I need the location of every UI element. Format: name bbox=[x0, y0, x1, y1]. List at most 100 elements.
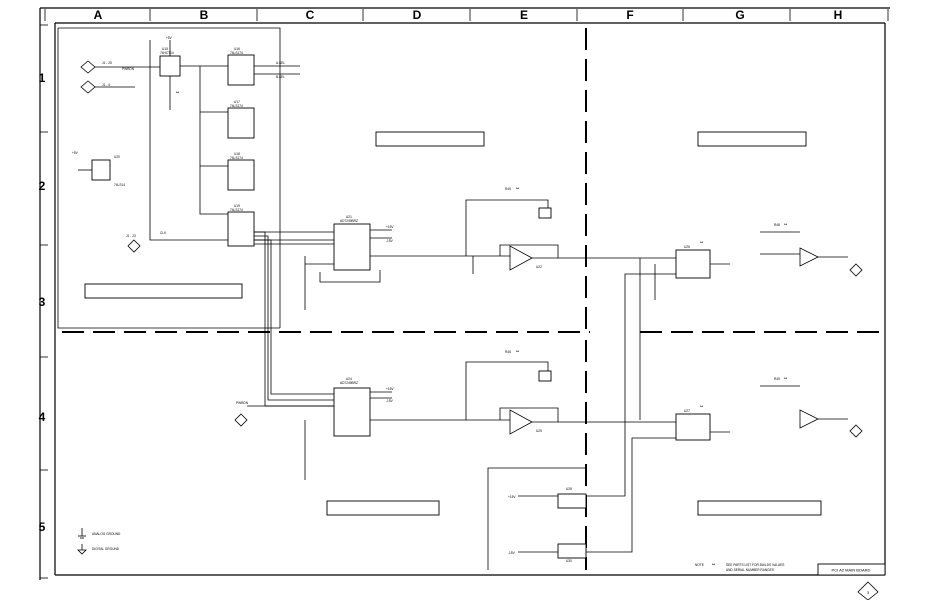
svg-text:AND SERIAL NUMBER RANGES: AND SERIAL NUMBER RANGES bbox=[726, 568, 774, 572]
svg-text:SEE PARTS LIST FOR BUILDS VALU: SEE PARTS LIST FOR BUILDS VALUES bbox=[726, 563, 784, 567]
row-ruler: 1 2 3 4 5 bbox=[39, 24, 48, 579]
output-b: U27 ** R49 ** bbox=[675, 376, 863, 441]
svg-text:74LS174: 74LS174 bbox=[230, 156, 243, 160]
connector-diamond bbox=[80, 60, 96, 74]
board-name: PCI A2 MAIN BOARD bbox=[832, 568, 871, 573]
svg-text:**: ** bbox=[712, 562, 716, 567]
svg-text:AD7249BRZ: AD7249BRZ bbox=[340, 219, 358, 223]
svg-text:+5V: +5V bbox=[72, 151, 79, 155]
svg-text:74HCT14: 74HCT14 bbox=[160, 51, 174, 55]
trim-pot bbox=[538, 370, 552, 382]
svg-text:U17: U17 bbox=[234, 100, 240, 104]
svg-text:**: ** bbox=[700, 240, 704, 245]
note-block: NOTE ** SEE PARTS LIST FOR BUILDS VALUES… bbox=[695, 562, 784, 572]
label-box-g2 bbox=[697, 131, 807, 147]
regulator-u30 bbox=[557, 543, 587, 559]
title-block: PCI A2 MAIN BOARD 3 bbox=[817, 563, 886, 601]
ic-u17 bbox=[227, 107, 255, 139]
label-box-a3 bbox=[84, 283, 243, 299]
ic-u20 bbox=[91, 159, 111, 181]
buffer-amp bbox=[799, 247, 819, 267]
row-label-4: 4 bbox=[39, 410, 46, 424]
trim-pot bbox=[538, 207, 552, 219]
row-label-2: 2 bbox=[39, 179, 46, 193]
legend-analog-ground: ANALOG GROUND bbox=[92, 532, 121, 536]
output-connector bbox=[849, 263, 863, 277]
svg-text:U24: U24 bbox=[346, 377, 352, 381]
svg-text:+15V: +15V bbox=[386, 225, 394, 229]
column-label-c: C bbox=[306, 8, 315, 22]
regulators: U28 U30 +15V -15V bbox=[487, 273, 676, 570]
column-label-h: H bbox=[834, 8, 843, 22]
connector-diamond bbox=[234, 413, 248, 427]
column-label-a: A bbox=[94, 8, 103, 22]
frame bbox=[39, 7, 890, 580]
column-label-g: G bbox=[735, 8, 744, 22]
svg-text:U28: U28 bbox=[566, 487, 572, 491]
svg-text:+15V: +15V bbox=[508, 495, 516, 499]
svg-text:U25: U25 bbox=[536, 429, 542, 433]
sheet-number: 3 bbox=[867, 590, 870, 595]
ic-u16 bbox=[227, 54, 255, 86]
svg-text:U19: U19 bbox=[234, 204, 240, 208]
svg-text:**: ** bbox=[176, 90, 180, 95]
row-label-3: 3 bbox=[39, 295, 46, 309]
ic-u15 bbox=[159, 55, 181, 77]
svg-text:-15V: -15V bbox=[386, 399, 394, 403]
svg-text:U20: U20 bbox=[114, 155, 120, 159]
ground-legend: ANALOG GROUND DIGITAL GROUND bbox=[77, 528, 121, 555]
svg-text:B.SEL: B.SEL bbox=[276, 75, 285, 79]
dac-u21 bbox=[333, 223, 371, 271]
svg-text:74LS174: 74LS174 bbox=[230, 104, 243, 108]
svg-text:-15V: -15V bbox=[386, 239, 394, 243]
net-label-clk: CLK bbox=[160, 231, 167, 235]
net-label-pwrdn-b: PWRDN bbox=[236, 401, 249, 405]
svg-text:-15V: -15V bbox=[508, 551, 516, 555]
svg-text:74LS174: 74LS174 bbox=[230, 51, 243, 55]
svg-text:U26: U26 bbox=[684, 245, 690, 249]
svg-text:U18: U18 bbox=[234, 152, 240, 156]
legend-digital-ground: DIGITAL GROUND bbox=[92, 547, 120, 551]
svg-text:J1 - 23: J1 - 23 bbox=[126, 234, 136, 238]
row-label-5: 5 bbox=[39, 520, 46, 534]
connector-diamond bbox=[80, 80, 96, 94]
svg-text:U21: U21 bbox=[346, 215, 352, 219]
svg-text:U27: U27 bbox=[684, 409, 690, 413]
connector-diamond bbox=[127, 239, 141, 253]
filter-u26 bbox=[675, 249, 711, 279]
dac-u24 bbox=[333, 387, 371, 437]
svg-text:**: ** bbox=[516, 186, 520, 191]
svg-text:NOTE: NOTE bbox=[695, 563, 704, 567]
column-label-d: D bbox=[413, 8, 422, 22]
svg-text:U15: U15 bbox=[162, 47, 168, 51]
column-label-b: B bbox=[200, 8, 209, 22]
section-dividers bbox=[62, 28, 880, 570]
output-a: U26 ** R48 ** bbox=[639, 222, 863, 420]
buffer-amp bbox=[799, 409, 819, 429]
svg-text:+15V: +15V bbox=[386, 387, 394, 391]
column-label-f: F bbox=[626, 8, 633, 22]
svg-text:**: ** bbox=[784, 222, 788, 227]
input-section: J1 - 25 PWRDN J1 - 4 U15 74HCT14 +5V ** … bbox=[57, 27, 281, 329]
svg-text:R49: R49 bbox=[774, 377, 780, 381]
svg-text:**: ** bbox=[516, 349, 520, 354]
svg-text:R45: R45 bbox=[505, 187, 511, 191]
label-box-d2 bbox=[375, 131, 485, 147]
channel-a: U21 AD7249BRZ +15V -15V R45 ** U22 bbox=[304, 186, 676, 310]
filter-u27 bbox=[675, 413, 711, 441]
label-box-d5 bbox=[326, 500, 440, 516]
output-connector bbox=[849, 424, 863, 438]
svg-text:U30: U30 bbox=[566, 559, 572, 563]
opamp-u22 bbox=[509, 245, 533, 271]
svg-text:**: ** bbox=[700, 404, 704, 409]
column-label-e: E bbox=[520, 8, 528, 22]
svg-text:R46: R46 bbox=[505, 350, 511, 354]
svg-text:**: ** bbox=[784, 376, 788, 381]
svg-text:74LS14: 74LS14 bbox=[114, 183, 125, 187]
ic-u18 bbox=[227, 159, 255, 191]
row-label-1: 1 bbox=[39, 71, 46, 85]
svg-text:74LS174: 74LS174 bbox=[230, 208, 243, 212]
svg-text:J1 - 4: J1 - 4 bbox=[102, 83, 110, 87]
opamp-u25 bbox=[509, 409, 533, 435]
channel-b: U24 AD7249BRZ +15V -15V R46 ** U25 PWRDN bbox=[234, 349, 676, 480]
